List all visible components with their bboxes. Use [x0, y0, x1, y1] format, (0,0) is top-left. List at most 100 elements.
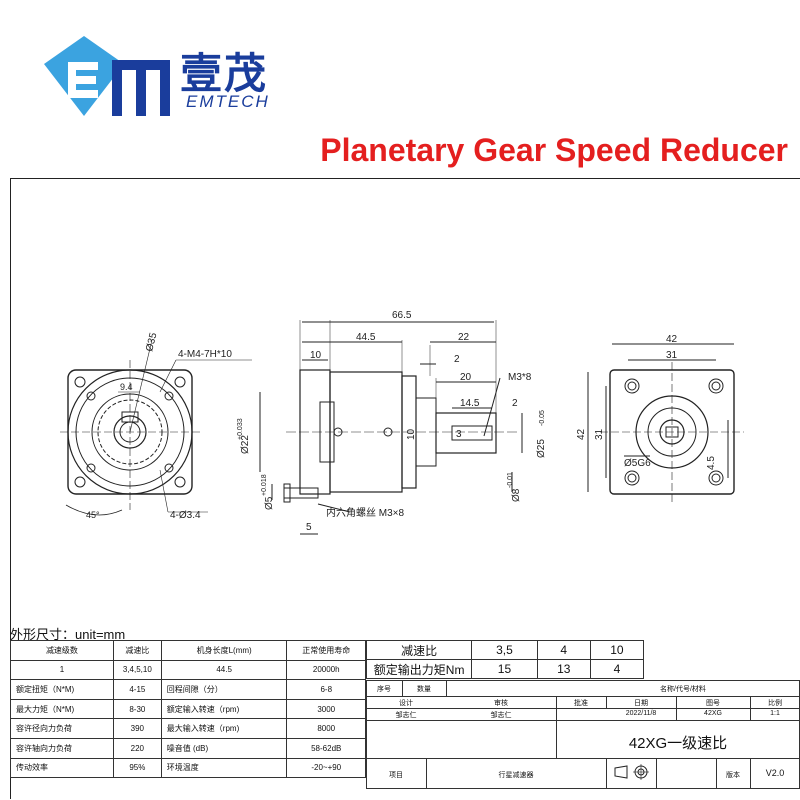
dim-height-31: 31 — [594, 428, 605, 440]
thread-note-label: 4-M4-7H*10 — [178, 349, 232, 360]
table-row: 最大力矩（N*M) 8-30 额定输入转速（rpm) 3000 — [10, 698, 366, 720]
dim-flange-10: 10 — [310, 350, 322, 361]
item-value: 行星减速器 — [498, 772, 534, 779]
table-cell: 8000 — [286, 718, 366, 739]
table-cell: 最大输入转速（rpm) — [160, 718, 288, 739]
table-cell: 44.5 — [160, 659, 288, 681]
dim-input-dia-2: Ø5 — [264, 496, 275, 510]
bolt-circle-label: Ø35 — [144, 331, 159, 352]
table-cell: 95% — [112, 757, 162, 779]
table-cell: 3,4,5,10 — [112, 659, 162, 681]
dim-input-tol-2: +0.018 — [261, 474, 268, 496]
table-cell: 噪音值 (dB) — [160, 737, 288, 759]
design-label: 设计 — [399, 700, 413, 707]
table-row: 容许轴向力负荷 220 噪音值 (dB) 58-62dB — [10, 737, 366, 759]
dim-keyway-3: 3 — [456, 429, 462, 440]
dim-total-length: 66.5 — [392, 310, 412, 321]
table-cell: 4 — [589, 659, 645, 679]
table-row: 额定输出力矩Nm 15 13 4 — [365, 659, 645, 679]
drawing-no-value: 42XG — [704, 710, 722, 717]
unit-caption: 外形尺寸：unit=mm — [10, 627, 126, 642]
dim-5: 5 — [306, 522, 312, 533]
scale-label: 比例 — [768, 700, 782, 707]
ratio-table: 减速比 3,5 4 10 额定输出力矩Nm 15 13 4 — [365, 640, 645, 679]
logo-mark-icon — [44, 36, 170, 116]
title-block: 序号 数量 名称/代号/材料 设计 审核 批准 日期 图号 比例 邹志仁 邹志仁… — [366, 680, 800, 800]
name-code-material-label: 名称/代号/材料 — [660, 686, 706, 693]
table-cell: 390 — [112, 718, 162, 739]
dim-front-length: 22 — [458, 332, 470, 343]
dim-step-2: 2 — [454, 354, 460, 365]
header-cell: 减速级数 — [10, 640, 114, 661]
table-cell: 额定输出力矩Nm — [365, 659, 473, 679]
date-value: 2022/11/8 — [625, 710, 657, 717]
qty-label: 数量 — [417, 686, 431, 693]
seq-label: 序号 — [377, 686, 391, 693]
table-cell: 容许径向力负荷 — [10, 718, 114, 739]
dim-width-42: 42 — [666, 334, 678, 345]
product-name: 42XG一级速比 — [628, 735, 728, 752]
dim-body-length: 44.5 — [356, 332, 376, 343]
table-cell: 58-62dB — [286, 737, 366, 759]
dim-4-5: 4.5 — [706, 456, 717, 470]
output-flange-view — [587, 343, 744, 502]
date-label: 日期 — [634, 700, 648, 707]
dim-shaft-20: 20 — [460, 372, 472, 383]
projection-symbol-icon — [612, 764, 652, 782]
approve-label: 批准 — [574, 700, 588, 707]
header-cell: 机身长度L(mm) — [160, 640, 288, 661]
designer-value: 邹志仁 — [395, 712, 417, 719]
table-cell: 15 — [471, 659, 538, 679]
table-cell: 3000 — [286, 698, 366, 720]
input-flange-view — [60, 339, 252, 516]
table-row: 1 3,4,5,10 44.5 20000h — [10, 659, 366, 681]
version-value: V2.0 — [765, 768, 785, 778]
table-row: 传动效率 95% 环境温度 -20~+90 — [10, 757, 366, 779]
table-cell: 4 — [536, 640, 591, 660]
table-cell: 3,5 — [471, 640, 538, 660]
table-cell: 20000h — [286, 659, 366, 681]
table-cell: 环境温度 — [160, 757, 288, 779]
table-cell: 额定扭矩（N*M) — [10, 679, 114, 700]
table-cell: 10 — [589, 640, 645, 660]
dim-output-tol: -0.01 — [507, 472, 514, 488]
angle-label: 45° — [86, 510, 100, 520]
table-cell: 最大力矩（N*M) — [10, 698, 114, 720]
table-cell: 额定输入转速（rpm) — [160, 698, 288, 720]
dim-slot: Ø5G6 — [624, 458, 651, 469]
drawing-frame — [10, 178, 800, 799]
dim-shaft-10: 10 — [406, 428, 417, 440]
brand-name-cn: 壹茂 — [180, 49, 269, 98]
dim-key-2: 2 — [512, 398, 518, 409]
table-cell: 减速比 — [365, 640, 473, 660]
dim-key-14-5: 14.5 — [460, 398, 480, 409]
table-cell: 回程间隙（分） — [160, 679, 288, 700]
table-cell: 4-15 — [112, 679, 162, 700]
holes-label: 4-Ø3.4 — [170, 510, 201, 521]
dim-width-31: 31 — [666, 350, 678, 361]
brand-name-en: EMTECH — [186, 92, 270, 111]
table-row: 额定扭矩（N*M) 4-15 回程间隙（分） 6-8 — [10, 679, 366, 700]
table-cell: 传动效率 — [10, 757, 114, 779]
table-cell: 容许轴向力负荷 — [10, 737, 114, 759]
table-cell: -20~+90 — [286, 757, 366, 779]
table-cell: 220 — [112, 737, 162, 759]
table-cell: 8-30 — [112, 698, 162, 720]
header-cell: 减速比 — [112, 640, 162, 661]
dim-9-4: 9.4 — [120, 382, 133, 392]
dim-pilot-tol: -0.05 — [539, 410, 546, 426]
emtech-logo — [44, 36, 170, 116]
dim-pilot-dia: Ø25 — [536, 439, 547, 458]
side-view — [259, 320, 523, 535]
header-cell: 正常使用寿命 — [286, 640, 366, 661]
table-cell: 13 — [536, 659, 591, 679]
page-title: Planetary Gear Speed Reducer — [320, 132, 788, 168]
dim-height-42: 42 — [576, 428, 587, 440]
dim-input-dia: Ø22 — [240, 435, 251, 454]
table-row: 容许径向力负荷 390 最大输入转速（rpm) 8000 — [10, 718, 366, 739]
version-label: 版本 — [726, 772, 740, 779]
item-label: 项目 — [389, 772, 403, 779]
table-cell: 6-8 — [286, 679, 366, 700]
technical-drawing: Ø35 4-M4-7H*10 9.4 45° 4-Ø3.4 — [60, 310, 744, 535]
dim-input-tol: +0.033 — [237, 418, 244, 440]
